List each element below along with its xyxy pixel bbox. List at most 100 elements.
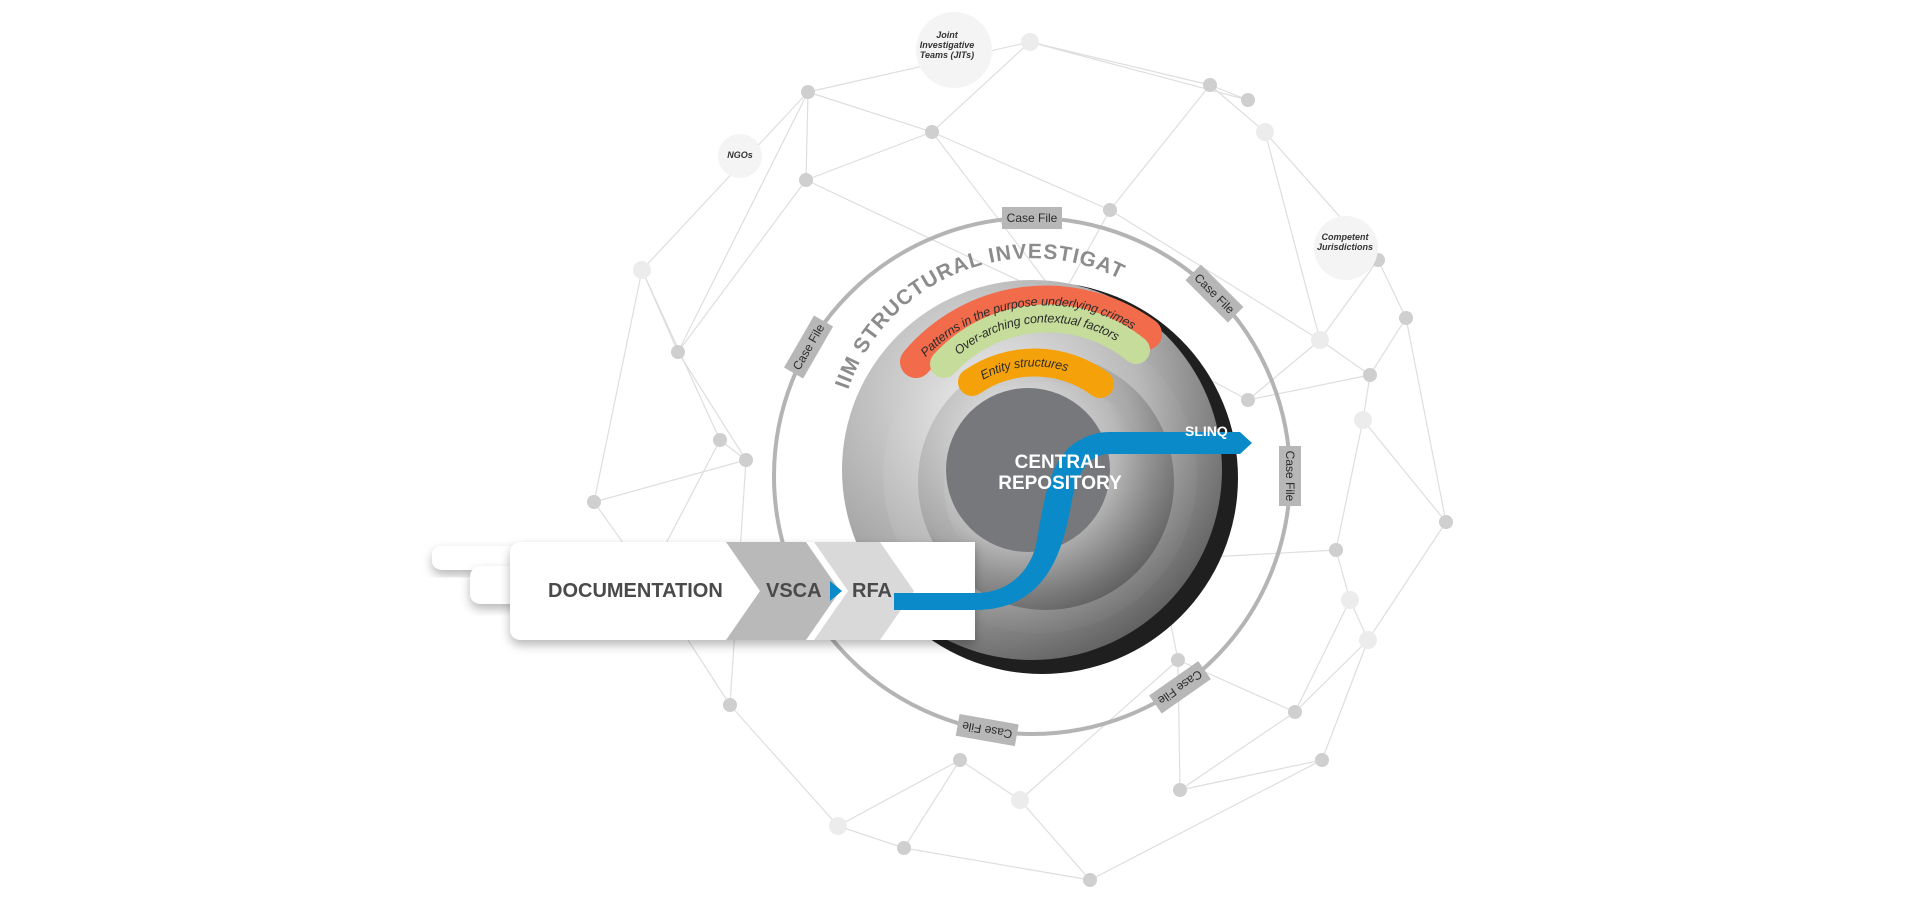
network-node: [1173, 783, 1187, 797]
network-edge: [1377, 259, 1407, 319]
network-edge: [837, 825, 905, 849]
network-edge: [903, 847, 1091, 881]
network-node: [1256, 123, 1274, 141]
network-edge: [931, 131, 1111, 211]
network-node: [1288, 705, 1302, 719]
network-node: [1329, 543, 1343, 557]
vsca-chevron: [726, 542, 840, 640]
vsca-label: VSCA: [766, 580, 822, 602]
network-node: [1241, 93, 1255, 107]
network-node: [799, 173, 813, 187]
rfa-chevron: [814, 542, 914, 640]
network-edge: [1294, 639, 1369, 713]
network-edge: [1089, 759, 1323, 881]
network-edge: [1362, 419, 1447, 523]
case-file-tag: Case File: [1149, 661, 1211, 714]
network-edge: [677, 179, 807, 353]
network-edge: [1367, 521, 1447, 641]
network-node: [1021, 33, 1039, 51]
network-node: [897, 841, 911, 855]
network-node: [801, 85, 815, 99]
network-node: [723, 698, 737, 712]
network-edge: [1335, 419, 1364, 551]
network-edge: [931, 131, 1061, 301]
flow-band: [894, 432, 1252, 610]
case-file-tag-box: [1002, 207, 1062, 229]
network-node: [1399, 311, 1413, 325]
network-edge: [959, 759, 1021, 801]
network-node: [1341, 591, 1359, 609]
vsca-arrow: [830, 581, 842, 601]
case-file-tag: Case File: [1279, 446, 1301, 506]
slinq-label: SLINQ: [1185, 423, 1228, 439]
network-node: [1103, 203, 1117, 217]
case-file-tag-text: Case File: [1007, 211, 1058, 225]
case-file-tag: Case File: [1002, 207, 1062, 229]
network-edge: [1109, 209, 1321, 341]
network-label-node: [916, 12, 992, 88]
central-repository-line1: CENTRAL: [1014, 452, 1106, 473]
network-edge: [1321, 639, 1369, 761]
central-repository-label: CENTRAL REPOSITORY: [960, 452, 1160, 494]
network-edge: [1247, 374, 1371, 401]
case-file-tag-box: [784, 315, 834, 379]
network-node: [829, 817, 847, 835]
network-node: [1311, 331, 1329, 349]
network-edge: [805, 179, 1061, 301]
case-file-tag-box: [1149, 661, 1211, 714]
network-edge: [1369, 317, 1407, 376]
network-label-node: [718, 134, 762, 178]
network-label-node: [1314, 216, 1378, 280]
network-node-ngos: NGOs: [727, 150, 753, 160]
pipeline-bars: [432, 542, 975, 640]
network-edge: [837, 759, 961, 827]
network-edge: [807, 91, 933, 133]
network-edge: [1319, 339, 1371, 376]
rfa-label: RFA: [852, 580, 892, 602]
network-edge: [593, 459, 747, 503]
network-node: [1011, 791, 1029, 809]
central-repository-line2: REPOSITORY: [998, 473, 1122, 494]
network-node: [925, 125, 939, 139]
network-edge: [1405, 317, 1447, 523]
case-file-tag: Case File: [955, 714, 1019, 747]
network-edge: [1247, 339, 1321, 401]
network-node-competent-jurisdictions: Competent Jurisdictions: [1316, 232, 1373, 252]
network-edge: [1264, 131, 1321, 341]
network-node: [1171, 653, 1185, 667]
network-node: [1241, 393, 1255, 407]
case-file-tag-box: [1279, 446, 1301, 506]
network-edge: [641, 91, 809, 271]
network-edge: [677, 91, 809, 353]
network-edge: [1109, 84, 1211, 211]
network-node: [1359, 631, 1377, 649]
contextual-arc: [930, 304, 1150, 378]
case-file-tag-box: [955, 714, 1019, 747]
patterns-arc: [900, 285, 1162, 378]
network-edge: [677, 351, 747, 461]
case-file-tag-text: Case File: [1192, 271, 1238, 317]
network-edge: [1179, 711, 1296, 791]
network-node: [1363, 368, 1377, 382]
network-node: [713, 433, 727, 447]
network-node: [953, 753, 967, 767]
case-file-tag-box: [1185, 264, 1244, 323]
network-edge: [1019, 659, 1179, 801]
entity-arc: [958, 348, 1114, 398]
network-edge: [807, 41, 1031, 93]
network-edge: [1019, 799, 1091, 881]
network-edge: [1179, 759, 1323, 791]
network-node: [1354, 411, 1372, 429]
network-node: [587, 495, 601, 509]
network-edge: [1319, 259, 1379, 341]
network-node: [1439, 515, 1453, 529]
network-edge: [931, 41, 1031, 133]
network-node-jits: Joint Investigative Teams (JITs): [919, 30, 975, 60]
network-node: [1315, 753, 1329, 767]
network-edge: [729, 704, 839, 827]
network-edge: [805, 91, 809, 181]
case-file-tag-text: Case File: [1283, 451, 1297, 502]
network-node: [739, 453, 753, 467]
